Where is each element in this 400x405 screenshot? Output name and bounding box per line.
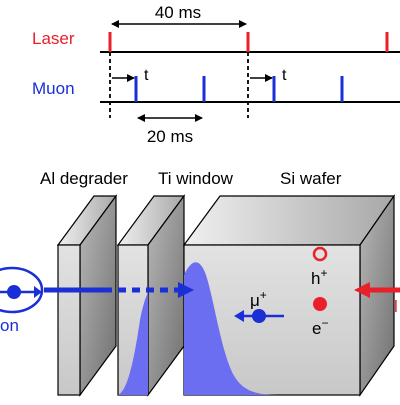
ti-implantation-profile <box>118 292 148 395</box>
electron-icon <box>313 297 327 311</box>
incoming-muon-arrowhead <box>34 286 42 298</box>
muon-beam: on <box>0 266 194 335</box>
beam-label-fragment: on <box>0 316 19 335</box>
delay-label-2: t <box>282 67 287 84</box>
photocarriers: h+ e− <box>311 246 328 338</box>
laser-beam: l <box>354 282 400 316</box>
si-wafer-block <box>182 194 396 397</box>
beam-arrowhead <box>178 282 194 298</box>
delay-label-1: t <box>144 67 149 84</box>
hole-icon <box>312 246 328 262</box>
window-label: Ti window <box>158 169 234 188</box>
muon-spacing-label: 20 ms <box>147 127 193 146</box>
ti-window-slab <box>116 194 186 397</box>
muon-symbol: μ+ <box>250 288 267 310</box>
stopped-muon-dot <box>252 309 266 323</box>
muon-drift-arrowhead <box>234 310 244 322</box>
si-implantation-profile <box>184 262 282 395</box>
muon-source-ellipse <box>0 266 44 314</box>
electron-label: e− <box>312 316 328 338</box>
laser-label-fragment: l <box>394 297 398 316</box>
period-label: 40 ms <box>155 3 201 22</box>
laser-row-label: Laser <box>32 29 75 48</box>
setup-schematic: Al degrader Ti window Si wafer <box>0 169 400 397</box>
laser-beam-arrowhead <box>354 282 370 298</box>
hole-label: h+ <box>311 266 327 288</box>
timing-diagram: Laser 40 ms Muon t t 20 ms <box>32 3 400 146</box>
al-degrader-slab <box>56 194 118 397</box>
wafer-label: Si wafer <box>280 169 342 188</box>
degrader-label: Al degrader <box>40 169 128 188</box>
muon-row-label: Muon <box>32 79 75 98</box>
stopped-muon: μ+ <box>234 288 284 323</box>
